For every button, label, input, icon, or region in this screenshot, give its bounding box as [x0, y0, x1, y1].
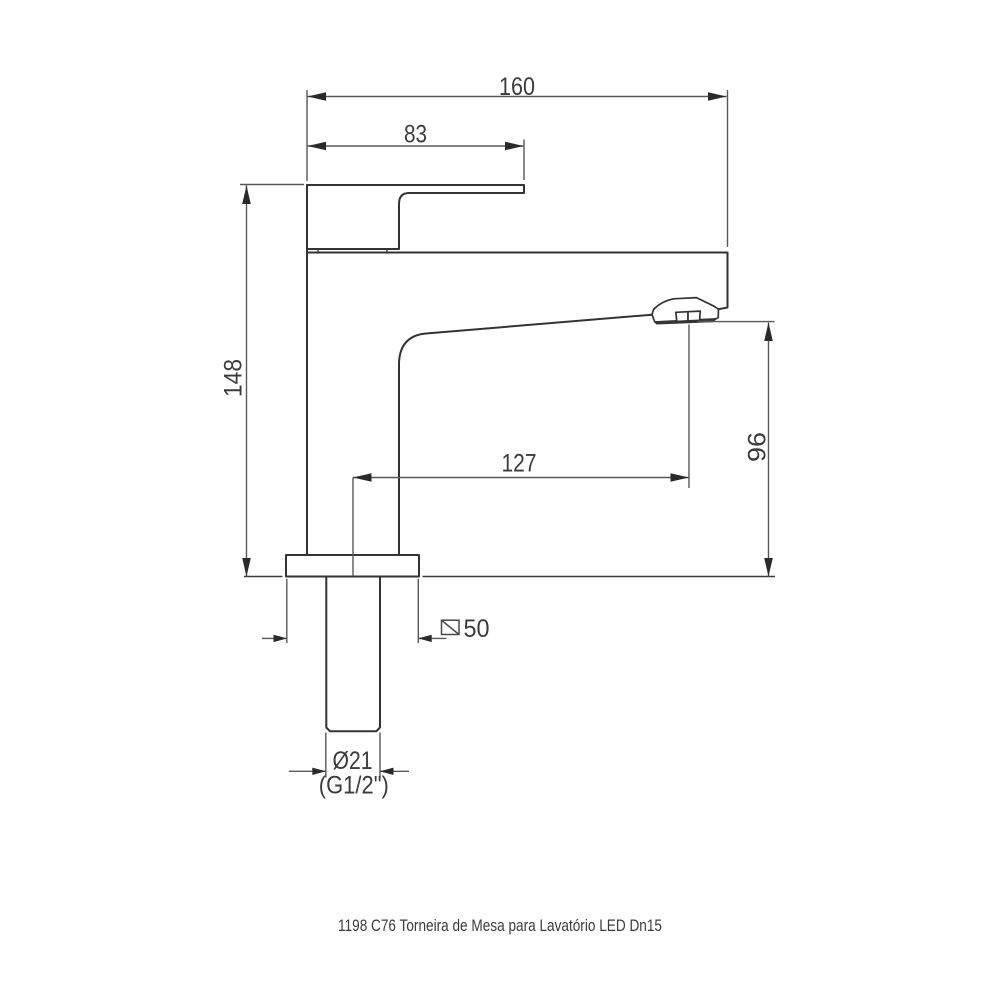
- aerator: [651, 296, 720, 325]
- dim-127-label: 127: [502, 450, 537, 478]
- dim-21-arrow-right: [380, 767, 394, 775]
- faucet-outline: [285, 184, 729, 733]
- faucet-handle: [306, 184, 525, 250]
- square-symbol-box: [440, 619, 460, 636]
- dim-160-arrow-right: [708, 92, 727, 101]
- aerator-left-edge: [651, 313, 656, 323]
- dimension-total-width: 160: [306, 73, 729, 247]
- dim-148-arrow-top: [242, 185, 251, 204]
- dim-50-label: 50: [464, 615, 490, 643]
- dim-96-arrow-bottom: [764, 558, 773, 577]
- aerator-led-window-left: [674, 310, 689, 323]
- square-symbol-diagonal: [441, 619, 460, 636]
- dim-127-arrow-left: [353, 473, 372, 482]
- threaded-shank: [325, 575, 381, 733]
- dimension-thread: Ø21 (G1/2"): [288, 732, 409, 800]
- dim-96-label: 96: [744, 432, 772, 462]
- dim-160-arrow-left: [307, 92, 326, 101]
- dim-83-arrow-left: [307, 141, 326, 151]
- dim-83-label: 83: [404, 121, 427, 149]
- dimension-spout-reach: 127: [352, 324, 690, 576]
- aerator-led-window-right: [687, 310, 702, 322]
- aerator-right-edge: [715, 308, 720, 320]
- base-flange: [285, 554, 420, 578]
- spout-underside: [398, 313, 653, 556]
- dimension-handle-length: 83: [307, 121, 525, 180]
- dim-21-label: Ø21: [333, 747, 373, 775]
- dimension-total-height: 148: [220, 183, 304, 577]
- dim-148-label: 148: [220, 359, 248, 397]
- dim-160-label: 160: [499, 73, 535, 101]
- dim-148-arrow-bottom: [242, 558, 251, 577]
- dim-96-arrow-top: [764, 322, 773, 341]
- dimension-spout-height: 96: [698, 320, 775, 577]
- dim-83-arrow-right: [505, 141, 524, 151]
- dim-127-arrow-right: [670, 473, 689, 482]
- dim-50-arrow-right: [418, 634, 432, 643]
- drawing-caption: 1198 C76 Torneira de Mesa para Lavatório…: [338, 916, 662, 935]
- dim-21-arrow-left: [312, 767, 326, 775]
- faucet-body-right-edge: [717, 251, 729, 311]
- aerator-top-contour: [651, 296, 720, 316]
- square-section-symbol: [440, 619, 460, 636]
- dimension-base-square: 50: [262, 578, 490, 643]
- dim-thread-spec-label: (G1/2"): [319, 772, 389, 800]
- dim-50-arrow-left: [273, 634, 287, 643]
